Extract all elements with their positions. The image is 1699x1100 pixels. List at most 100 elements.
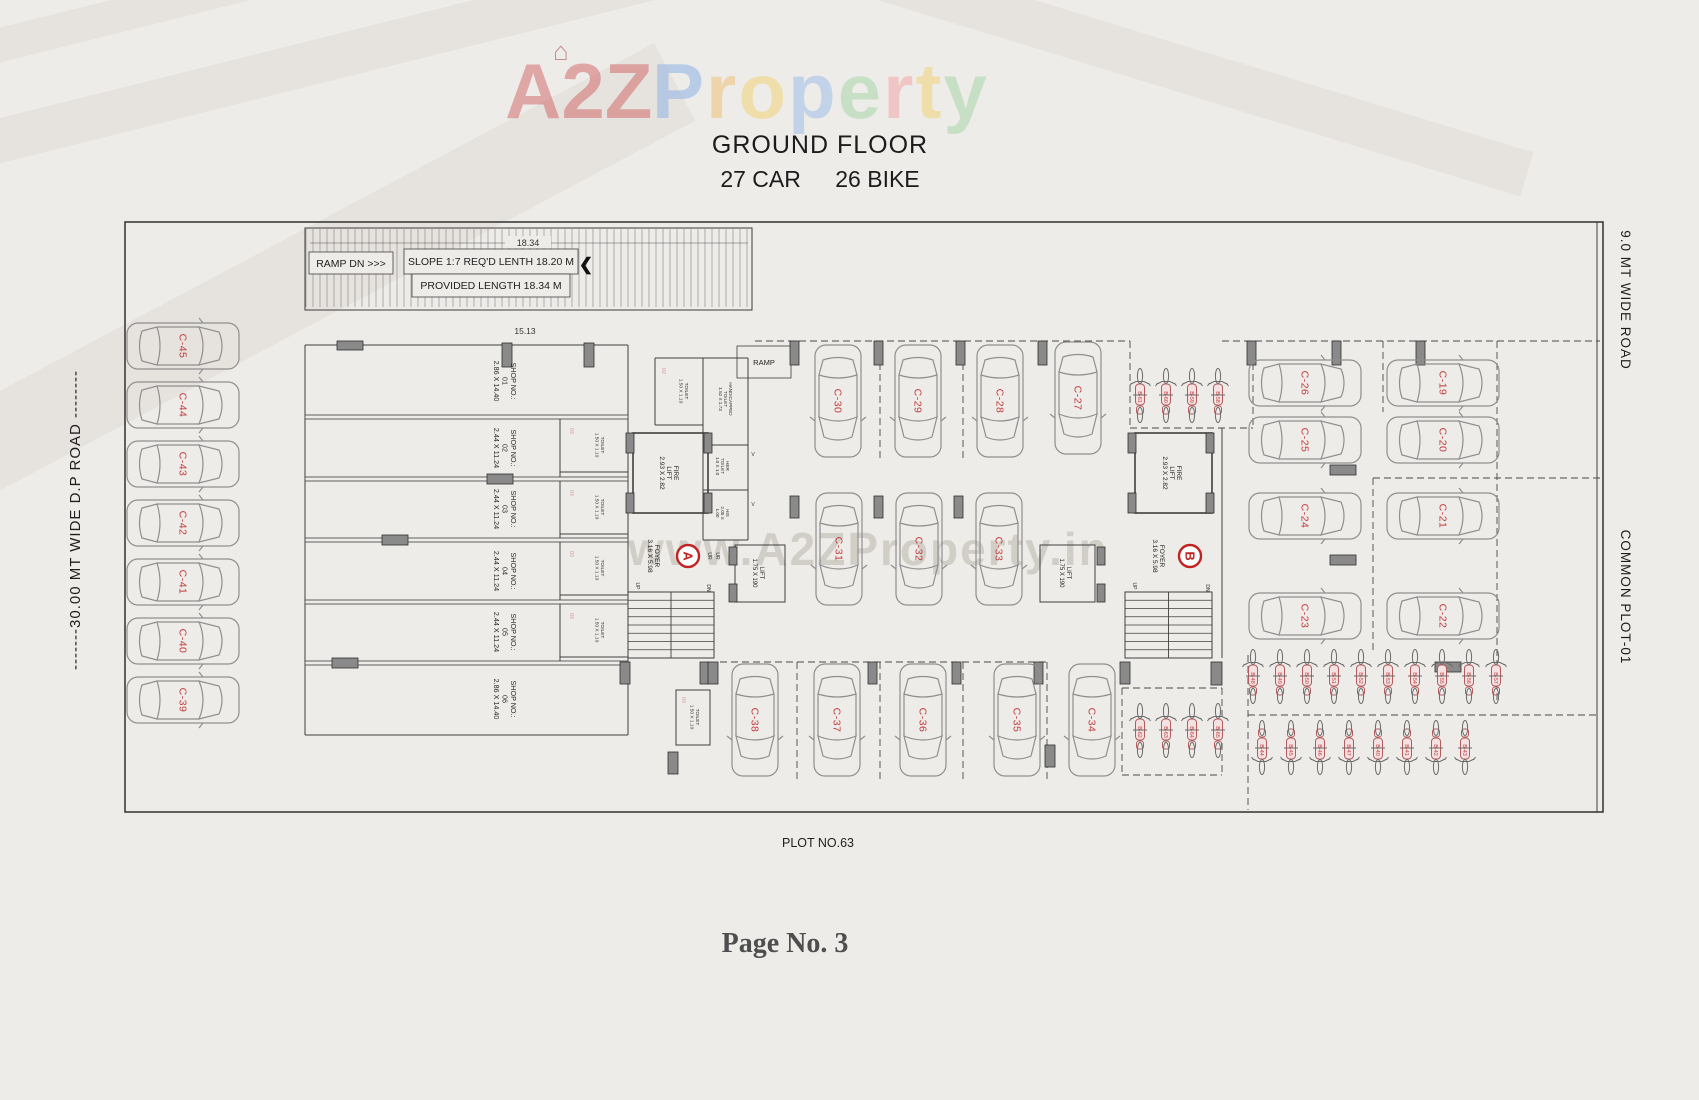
foyer-b-label: FOYER 3.16 X 5.98 [1151,539,1165,573]
shop-label-line: SHOP NO.: [509,362,518,399]
column-pillar [703,492,713,514]
shop-label: SHOP NO.:042.44 X 11.24 [492,551,518,591]
shop-label: SHOP NO.:062.86 X 14.40 [492,679,518,720]
bike-slot: B-48 [1242,649,1264,704]
vent-label: V [751,452,755,458]
svg-text:9.0 MT WIDE ROAD: 9.0 MT WIDE ROAD [1618,230,1633,370]
svg-text:FOYER: FOYER [1158,545,1165,568]
car-label: C-43 [177,452,189,477]
car-label: C-30 [832,389,844,414]
plan-border [124,221,1604,813]
room-outline [675,689,711,746]
car-slot: C-39 [126,671,240,729]
svg-text:3.16 X 5.98: 3.16 X 5.98 [646,539,653,573]
car-label: C-29 [912,389,924,414]
column-pillar [955,340,966,366]
staircase [627,591,715,659]
shop-label-line: SHOP NO.: [509,680,518,717]
column-pillar [953,495,964,519]
svg-text:UR: UR [714,552,720,560]
shop-label-line: SHOP NO.: [509,429,518,466]
bike-label: B-50 [1303,672,1309,684]
bike-slot: B-63 [1155,703,1177,758]
car-label: C-25 [1299,428,1311,453]
car-label: C-21 [1437,504,1449,529]
bike-slot: B-61 [1129,368,1151,423]
bike-slot: B-56 [1458,649,1480,704]
svg-text:A: A [681,551,696,561]
bike-label: B-55 [1438,672,1444,684]
bike-label: B-60 [1162,391,1168,403]
shop-label-line: 2.86 X 14.40 [492,361,501,402]
toilet-label-line: TOILET [599,560,605,577]
bike-slot: B-47 [1338,720,1360,775]
shop-label-line: SHOP NO.: [509,552,518,589]
car-slot: C-22 [1386,587,1500,645]
car-slot: C-19 [1386,354,1500,412]
column-pillar [873,340,884,366]
staircase [1124,591,1213,659]
toilet-label-line: TOILET [694,709,700,726]
bike-label: B-56 [1465,672,1471,684]
car-slot: C-41 [126,553,240,611]
car-label: C-23 [1299,604,1311,629]
column-pillar [1119,661,1131,685]
plot-number-label: PLOT NO.63 [782,836,854,850]
car-label: C-20 [1437,428,1449,453]
road-label-right: 9.0 MT WIDE ROAD [1618,230,1633,370]
bike-label: B-44 [1258,744,1264,756]
bike-slot: B-62 [1129,703,1151,758]
svg-text:COMMON PLOT-01: COMMON PLOT-01 [1618,530,1633,665]
provided-label: PROVIDED LENGTH 18.34 M [420,280,561,292]
slope-box [403,248,579,275]
bike-label: B-58 [1214,391,1220,403]
lift-b-label: LIFT 1.75 X 190 [1058,558,1071,588]
ramp-label-box [308,251,394,275]
bike-label: B-46 [1316,744,1322,756]
shop-label-line: 05 [501,628,510,636]
bike-label: B-52 [1357,672,1363,684]
shop-label: SHOP NO.:052.44 X 11.24 [492,612,518,652]
stair-a-up-label: UP [634,583,640,591]
car-slot: C-29 [889,344,947,458]
shop-label: SHOP NO.:032.44 X 11.24 [492,489,518,529]
page-number: Page No. 3 [721,928,849,959]
bike-label: B-43 [1461,744,1467,756]
toilet-door-label-line: D2 [569,551,574,557]
car-label: C-37 [831,708,843,733]
car-slot: C-30 [809,344,867,458]
column-pillar [1033,661,1044,685]
shop-label: SHOP NO.:022.44 X 11.24 [492,428,518,468]
foyer-a-badge: A [675,543,701,569]
his-toilet-label: HIS 2.05 X 1.00 [715,506,730,519]
svg-text:1.75 X 190: 1.75 X 190 [1058,558,1064,588]
bike-slot: B-60 [1155,368,1177,423]
bike-slot: B-54 [1404,649,1426,704]
svg-text:1.0 X 1.0: 1.0 X 1.0 [715,457,720,476]
shop-partition-wall [304,537,629,543]
car-slot: C-42 [126,494,240,552]
bike-slot: B-40 [1367,720,1389,775]
bike-slot: B-51 [1323,649,1345,704]
car-slot: C-32 [890,492,948,606]
car-slot: C-37 [808,663,866,777]
toilet-label-line: 1.50 X 1.10 [594,556,600,581]
car-label: C-24 [1299,504,1311,529]
column-pillar [501,342,513,368]
room-outline [1039,544,1096,603]
shop-label-line: 01 [501,377,510,385]
toilet-door-label-line: D2 [569,428,574,434]
svg-text:1.00: 1.00 [715,509,720,518]
ramp-outline [304,227,753,311]
car-slot: C-26 [1248,354,1362,412]
car-count: 27 CAR [720,166,801,192]
road-label-left: -------30.00 MT WIDE D.P ROAD -------- [67,370,84,670]
car-slot: C-36 [894,663,952,777]
bike-slot: B-52 [1350,649,1372,704]
slope-label: SLOPE 1:7 REQ'D LENTH 18.20 M [408,256,574,268]
stair-a-dn-label: DN [705,584,711,592]
column-pillar [1096,583,1106,603]
